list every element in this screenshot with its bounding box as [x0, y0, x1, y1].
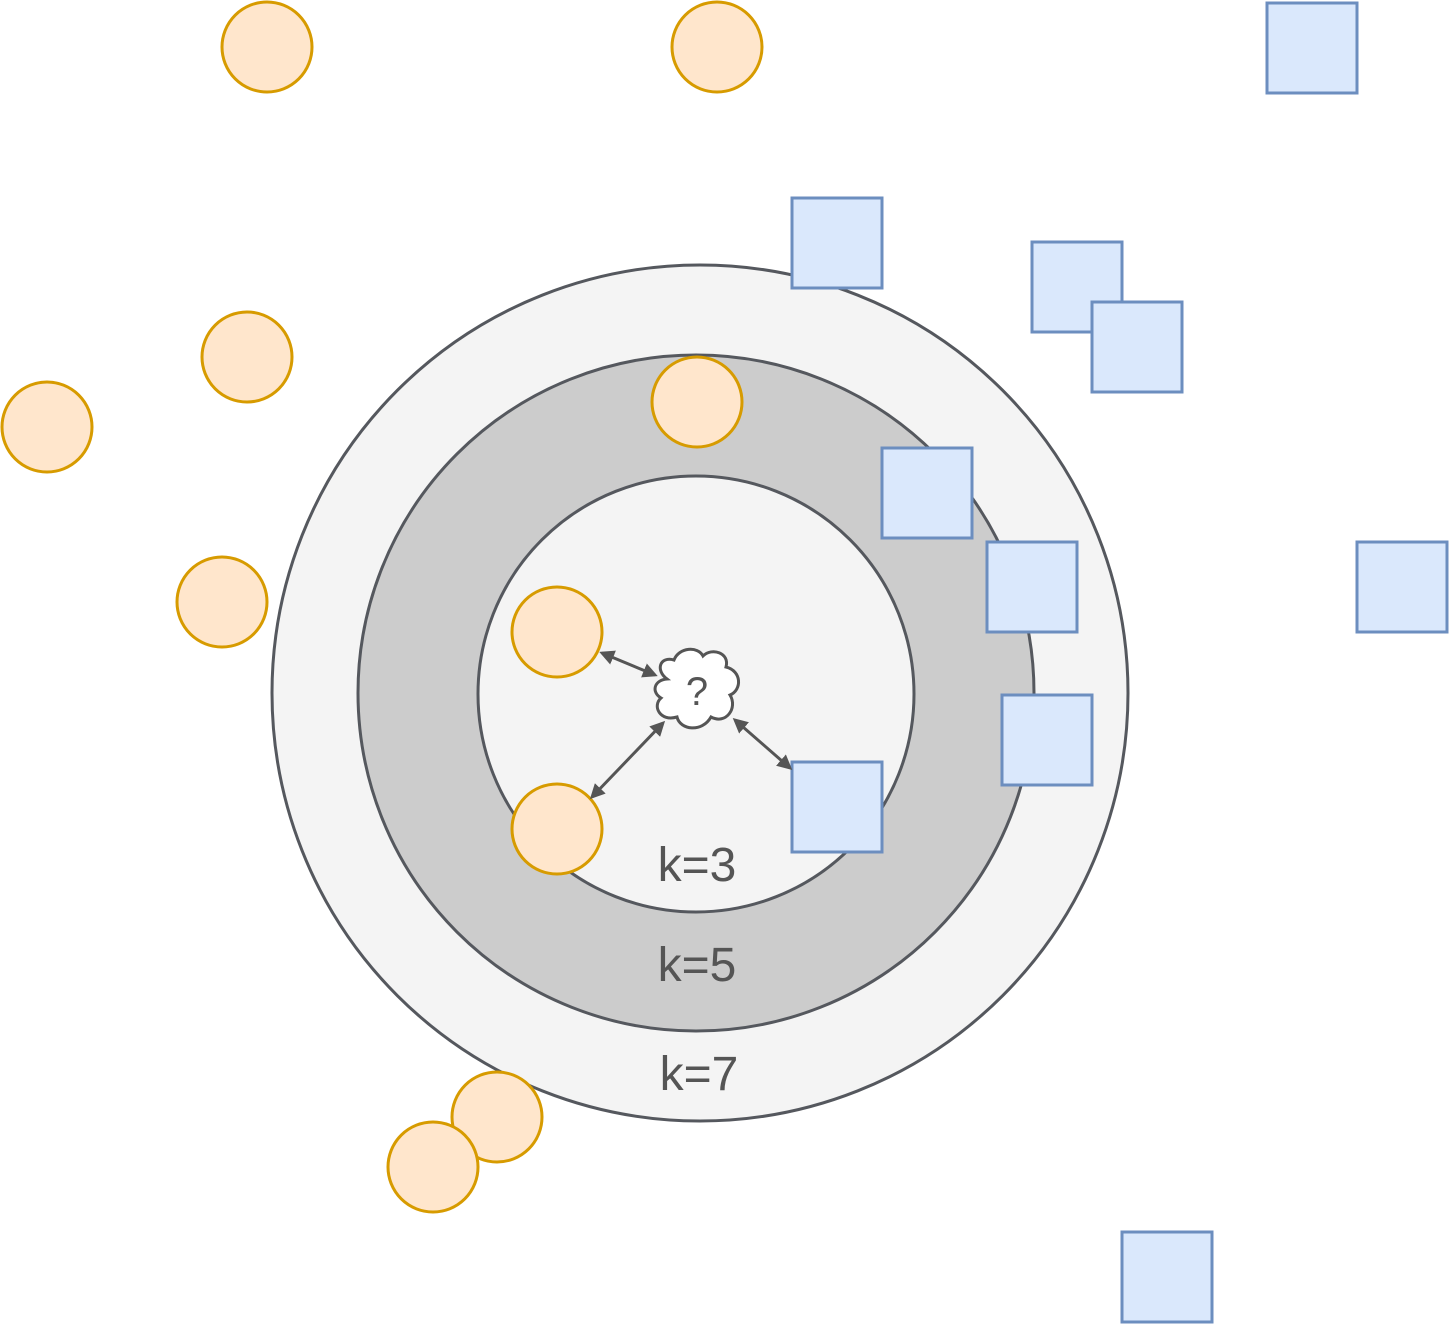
- neighbor-arrows: [589, 650, 793, 800]
- circle-point: [510, 585, 604, 679]
- circle-point: [670, 0, 764, 94]
- square-point: [1120, 1230, 1214, 1324]
- class-a-points: [0, 0, 764, 1214]
- square-point: [1090, 300, 1184, 394]
- circle-point: [0, 380, 94, 474]
- cloud-icon: [653, 647, 740, 730]
- circle-point: [650, 355, 744, 449]
- arrow-to-circle-upper: [599, 650, 658, 678]
- square-point: [1265, 1, 1359, 95]
- circle-point: [510, 782, 604, 876]
- square-point: [790, 196, 884, 290]
- square-point: [1355, 540, 1449, 634]
- ring-label-k7: k=7: [660, 1048, 739, 1101]
- circle-point: [175, 555, 269, 649]
- class-b-points: [790, 1, 1449, 1324]
- ring-label-k5: k=5: [658, 939, 737, 992]
- circle-point: [200, 310, 294, 404]
- square-point: [880, 446, 974, 540]
- circle-point: [450, 1070, 544, 1164]
- circle-point: [220, 0, 314, 94]
- square-point: [1000, 693, 1094, 787]
- square-point: [985, 540, 1079, 634]
- circle-point: [386, 1120, 480, 1214]
- ring-label-k3: k=3: [658, 839, 737, 892]
- query-point: ?: [653, 647, 740, 730]
- arrow-to-circle-lower: [589, 720, 666, 800]
- query-symbol: ?: [686, 670, 708, 714]
- arrow-to-square: [732, 718, 793, 770]
- square-point: [790, 760, 884, 854]
